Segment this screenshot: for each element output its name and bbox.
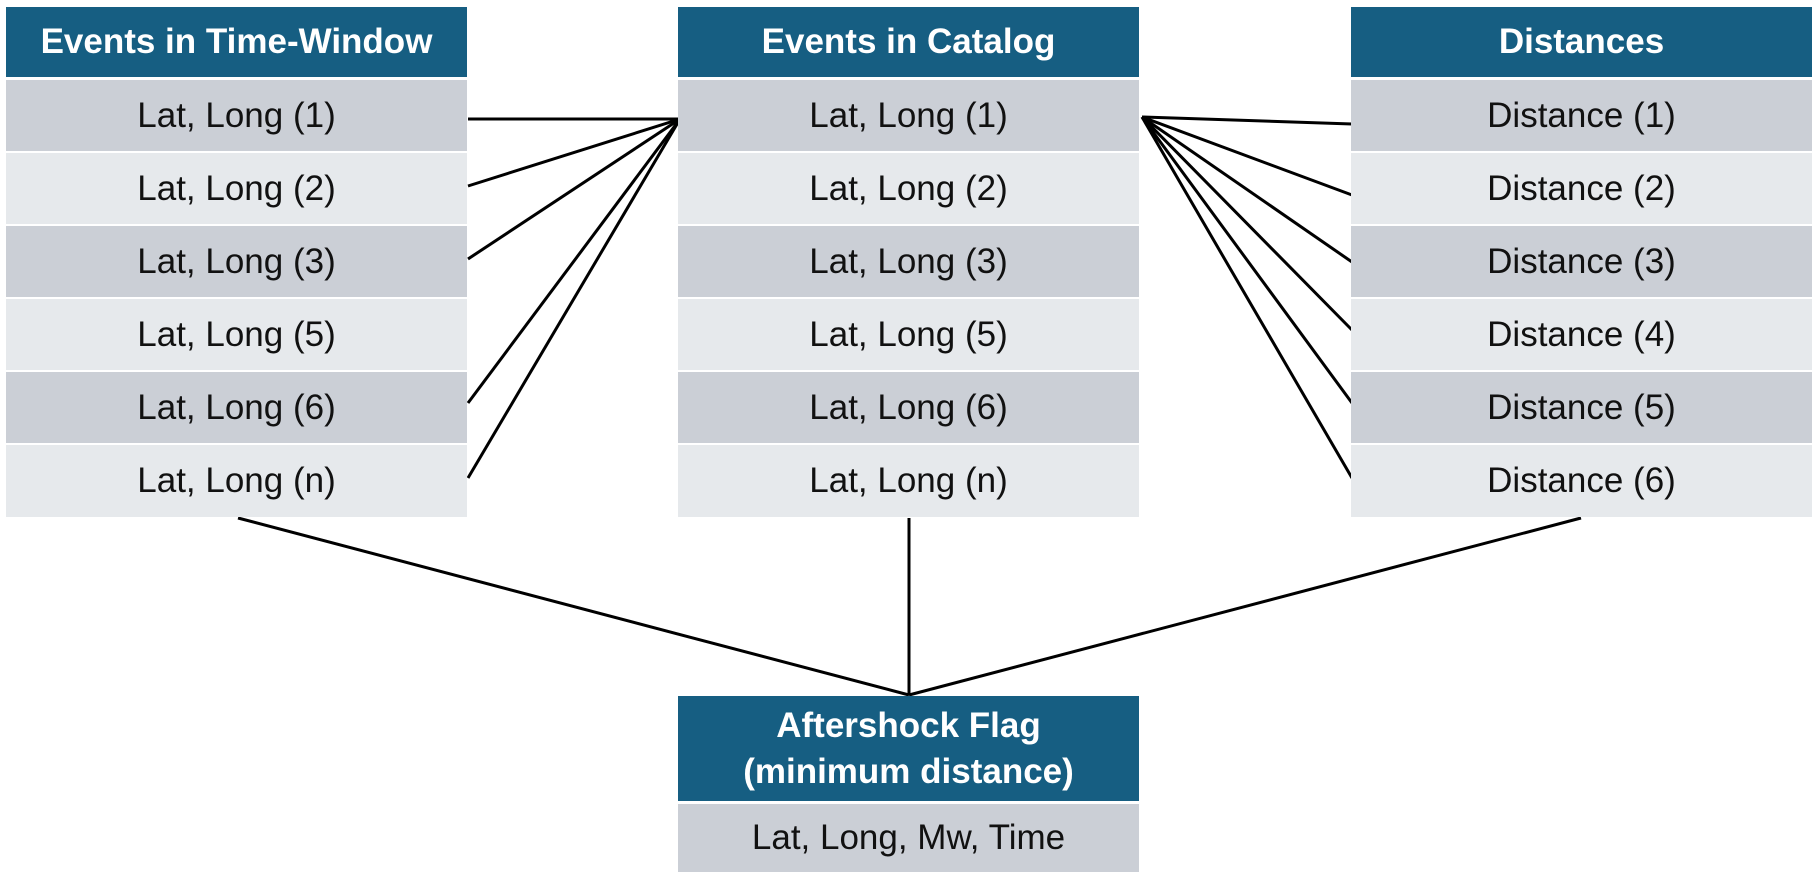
connector-dist-3: [1141, 115, 1353, 264]
connector-dist-2: [1141, 115, 1353, 197]
time-window-row: Lat, Long (2): [6, 153, 467, 226]
aftershock-flag-title: Aftershock Flag: [776, 705, 1041, 745]
connector-tw-3: [467, 117, 681, 261]
time-window-header: Events in Time-Window: [6, 7, 467, 80]
connector-dist-6: [1140, 116, 1354, 479]
distances-row: Distance (6): [1351, 445, 1812, 517]
catalog-row: Lat, Long (5): [678, 299, 1139, 372]
distances-row: Distance (3): [1351, 226, 1812, 299]
distances-row: Distance (1): [1351, 80, 1812, 153]
distances-table: Distances Distance (1) Distance (2) Dist…: [1351, 7, 1812, 517]
catalog-header: Events in Catalog: [678, 7, 1139, 80]
catalog-row: Lat, Long (2): [678, 153, 1139, 226]
connector-tw-2: [467, 117, 681, 188]
aftershock-flag-row: Lat, Long, Mw, Time: [678, 804, 1139, 872]
distances-row: Distance (4): [1351, 299, 1812, 372]
aftershock-flag-header: Aftershock Flag (minimum distance): [678, 696, 1139, 804]
time-window-row: Lat, Long (6): [6, 372, 467, 445]
connector-tw-6: [466, 118, 682, 479]
catalog-table: Events in Catalog Lat, Long (1) Lat, Lon…: [678, 7, 1139, 517]
time-window-row: Lat, Long (1): [6, 80, 467, 153]
distances-row: Distance (2): [1351, 153, 1812, 226]
distances-header: Distances: [1351, 7, 1812, 80]
catalog-row: Lat, Long (1): [678, 80, 1139, 153]
distances-row: Distance (5): [1351, 372, 1812, 445]
time-window-row: Lat, Long (5): [6, 299, 467, 372]
connector-tw-to-flag: [237, 516, 910, 697]
connector-dist-4: [1140, 115, 1354, 332]
time-window-table: Events in Time-Window Lat, Long (1) Lat,…: [6, 7, 467, 517]
time-window-row: Lat, Long (3): [6, 226, 467, 299]
aftershock-flag-table: Aftershock Flag (minimum distance) Lat, …: [678, 696, 1139, 872]
connector-dist-5: [1140, 116, 1354, 404]
aftershock-flag-subtitle: (minimum distance): [743, 751, 1074, 791]
catalog-row: Lat, Long (3): [678, 226, 1139, 299]
catalog-row: Lat, Long (n): [678, 445, 1139, 517]
time-window-row: Lat, Long (n): [6, 445, 467, 517]
connector-distances-to-flag: [908, 516, 1582, 697]
connector-tw-5: [466, 118, 682, 404]
connector-dist-1: [1141, 115, 1353, 126]
catalog-row: Lat, Long (6): [678, 372, 1139, 445]
